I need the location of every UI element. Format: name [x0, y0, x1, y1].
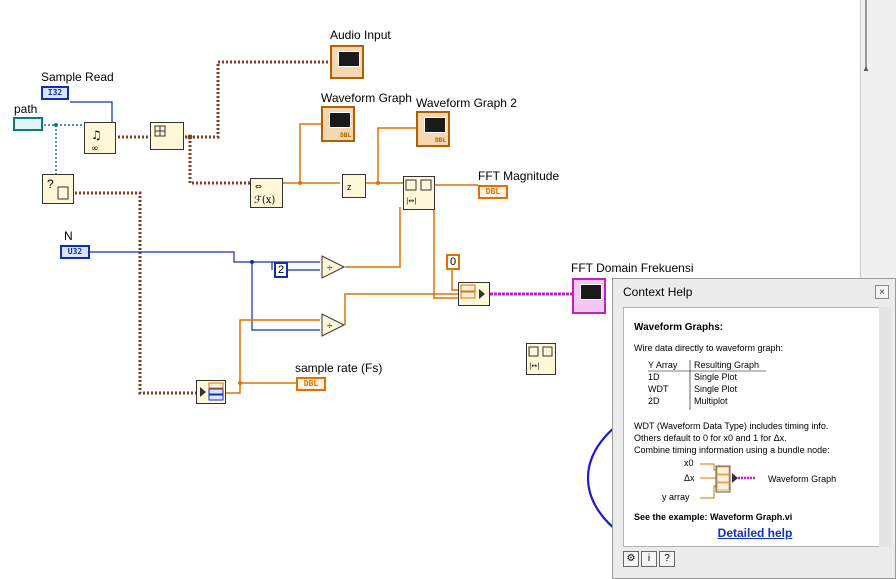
svg-text:?: ?: [47, 177, 54, 191]
fft-magnitude-terminal[interactable]: DBL: [478, 185, 508, 199]
divide-function-2[interactable]: ÷: [321, 313, 346, 337]
bundle-icon[interactable]: [458, 282, 490, 306]
help-table-cell: 1D: [648, 372, 660, 382]
sample-read-terminal[interactable]: I32: [41, 86, 69, 100]
help-table-cell: 2D: [648, 396, 660, 406]
divide-function[interactable]: ÷: [321, 255, 346, 279]
waveform-wire: [75, 60, 330, 395]
waveform-graph-icon[interactable]: DBL: [321, 106, 355, 142]
unbundle-icon[interactable]: [196, 380, 226, 404]
index-array-icon[interactable]: [150, 122, 184, 150]
audio-input-graph-icon[interactable]: [330, 45, 364, 79]
svg-text:|↔|: |↔|: [529, 362, 540, 370]
help-wdt-line1: WDT (Waveform Data Type) includes timing…: [634, 421, 829, 431]
waveform-graph-2-label: Waveform Graph 2: [416, 96, 517, 110]
svg-text:⇔: ⇔: [255, 182, 262, 191]
svg-text:♫: ♫: [91, 128, 102, 142]
fft-domain-graph-icon[interactable]: [572, 278, 606, 314]
svg-text:|↔|: |↔|: [406, 197, 417, 205]
help-table-header-2: Resulting Graph: [694, 360, 760, 370]
help-table-lines: [648, 360, 766, 410]
scroll-up-arrow-icon[interactable]: ▲: [862, 64, 870, 73]
diagram-input-y: y array: [662, 492, 690, 502]
context-help-title: Context Help: [623, 285, 693, 299]
help-intro: Wire data directly to waveform graph:: [634, 343, 784, 353]
help-wdt-line3: Combine timing information using a bundl…: [634, 445, 830, 455]
scrollbar-track-line: [865, 0, 867, 70]
file-dialog-icon[interactable]: ?: [42, 174, 74, 204]
constant-two[interactable]: 2: [274, 262, 288, 278]
close-icon[interactable]: ×: [875, 285, 889, 299]
diagram-input-dx: Δx: [684, 473, 695, 483]
path-label: path: [14, 102, 38, 116]
audio-input-label: Audio Input: [330, 28, 391, 42]
sound-file-read-icon[interactable]: ♫∞: [84, 122, 116, 154]
path-terminal[interactable]: [13, 117, 43, 131]
fft-magnitude-label: FFT Magnitude: [478, 169, 560, 183]
wire-junctions: [187, 134, 193, 140]
waveform-graph-label: Waveform Graph: [321, 91, 412, 105]
diagram-output-label: Waveform Graph: [768, 474, 837, 484]
sample-rate-terminal[interactable]: DBL: [296, 377, 326, 391]
fft-function-icon[interactable]: ⇔ ℱ(x): [250, 178, 283, 208]
diagram-input-x0: x0: [684, 458, 694, 468]
svg-text:ℱ(x): ℱ(x): [254, 195, 275, 206]
detailed-help-link[interactable]: Detailed help: [717, 526, 793, 540]
svg-text:∞: ∞: [91, 144, 99, 153]
sample-rate-label: sample rate (Fs): [295, 361, 383, 375]
help-table-header-1: Y Array: [648, 360, 678, 370]
build-array-icon[interactable]: |↔|: [403, 176, 435, 210]
context-help-body: Waveform Graphs: Wire data directly to w…: [623, 307, 887, 547]
complex-to-polar-icon[interactable]: z: [342, 174, 366, 198]
n-label: N: [64, 229, 73, 243]
help-table-cell: Multiplot: [694, 396, 728, 406]
diagram-scrollbar[interactable]: ▲: [860, 0, 896, 278]
context-help-window[interactable]: Context Help × Waveform Graphs: Wire dat…: [612, 278, 896, 579]
help-table-cell: WDT: [648, 384, 669, 394]
path-wire: [44, 124, 84, 176]
help-example: See the example: Waveform Graph.vi: [634, 512, 793, 522]
waveform-graph-2-icon[interactable]: DBL: [416, 111, 450, 147]
svg-text:÷: ÷: [327, 263, 333, 274]
help-heading: Waveform Graphs:: [634, 322, 724, 333]
dbl-wire: [226, 123, 478, 394]
question-icon[interactable]: ?: [659, 551, 675, 567]
info-icon[interactable]: i: [641, 551, 657, 567]
help-wdt-line2: Others default to 0 for x0 and 1 for Δx.: [634, 433, 787, 443]
help-table-cell: Single Plot: [694, 372, 738, 382]
fft-domain-label: FFT Domain Frekuensi: [571, 261, 694, 275]
svg-text:z: z: [347, 182, 352, 192]
help-scrollbar[interactable]: [879, 307, 891, 547]
n-terminal[interactable]: U32: [60, 245, 90, 259]
lock-icon[interactable]: ⚙: [623, 551, 639, 567]
svg-text:÷: ÷: [327, 321, 333, 332]
build-array-floating-icon[interactable]: |↔|: [526, 343, 556, 375]
constant-zero[interactable]: 0: [446, 254, 460, 270]
help-table-cell: Single Plot: [694, 384, 738, 394]
help-bundle-diagram: [700, 463, 756, 499]
sample-read-label: Sample Read: [41, 70, 114, 84]
